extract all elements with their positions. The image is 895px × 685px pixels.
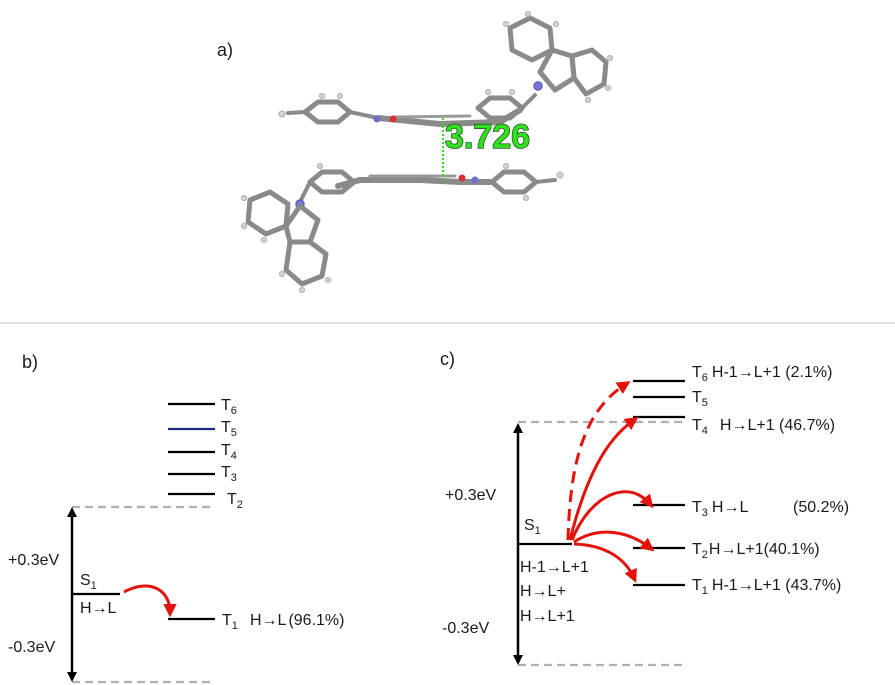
b-minus-label: -0.3eV <box>8 639 55 656</box>
b-s1-label: S1 <box>80 572 97 592</box>
lower-carbazole <box>245 189 329 287</box>
c-arrow-to-t6 <box>566 381 631 541</box>
panel-b: b) +0.3eV -0.3eV S1 H→L T6 T5 T4 T3 T2 T… <box>8 352 344 684</box>
lower-backbone <box>335 177 493 189</box>
c-arrow-to-t2 <box>573 530 655 552</box>
b-isc-arrow <box>123 584 177 618</box>
lower-tolyl-ring <box>489 169 539 195</box>
c-arrow-to-t1 <box>573 542 637 583</box>
c-minus-label: -0.3eV <box>442 620 489 637</box>
c-plus-label: +0.3eV <box>445 487 496 504</box>
b-plus-label: +0.3eV <box>8 552 59 569</box>
panel-c-label: c) <box>440 349 455 369</box>
b-t3-label: T3 <box>221 464 237 484</box>
distance-label: 3.726 <box>445 118 530 156</box>
molecule-dimer-image <box>241 11 613 293</box>
c-s1-transition-1: H-1→L+1 <box>520 559 589 576</box>
c-arrow-to-t3 <box>570 490 654 541</box>
c-t2-label: T2H→L+1(40.1%) <box>692 541 820 561</box>
b-t6-label: T6 <box>221 397 237 417</box>
b-t2-label: T2 <box>227 491 243 511</box>
c-t5-label: T5 <box>692 389 708 409</box>
c-t3-percent: (50.2%) <box>793 499 849 516</box>
upper-carbazole <box>507 15 609 97</box>
c-s1-transition-2: H→L+ <box>520 583 566 600</box>
lower-phenyl-ring <box>307 169 357 195</box>
panel-c: c) +0.3eV -0.3eV S1 H-1→L+1 H→L+ H→L+1 T… <box>440 349 849 667</box>
upper-phenyl-ring <box>475 95 525 121</box>
upper-tolyl-ring <box>302 99 353 125</box>
b-t5-label: T5 <box>221 419 237 439</box>
b-t4-label: T4 <box>221 442 237 462</box>
b-t1-label: T1 <box>222 612 238 632</box>
panel-a: a) <box>217 11 613 293</box>
c-s1-transition-3: H→L+1 <box>520 608 575 625</box>
c-arrow-to-t4 <box>568 416 639 541</box>
panel-a-label: a) <box>217 40 233 60</box>
panel-b-label: b) <box>22 352 38 372</box>
c-s1-label: S1 <box>524 517 541 537</box>
b-t1-transition: H→L(96.1%) <box>250 612 344 629</box>
b-s1-transition: H→L <box>80 600 117 617</box>
